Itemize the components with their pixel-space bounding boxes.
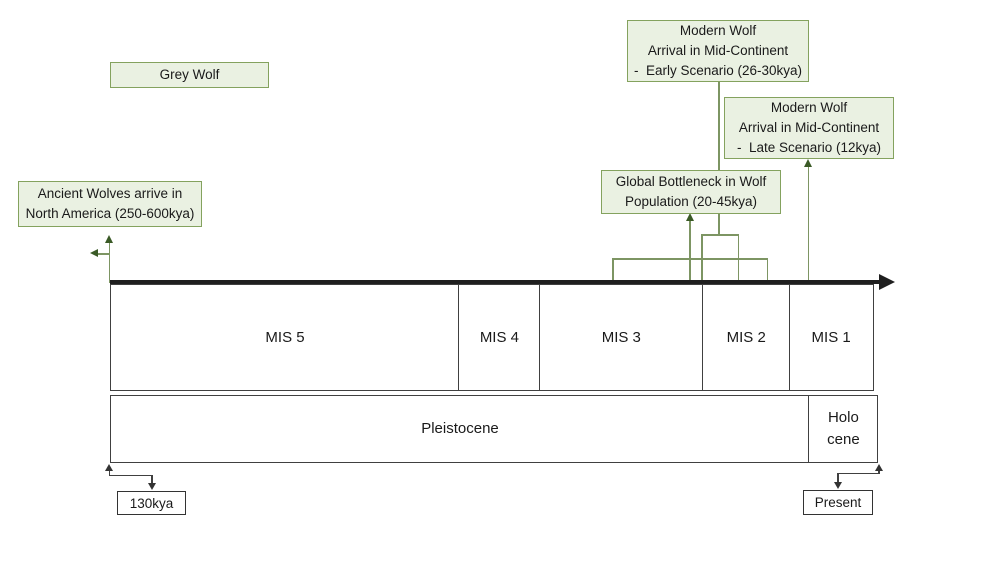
- start-marker-down-arrowhead-icon: [148, 483, 156, 490]
- holocene-box: Holo cene: [808, 395, 879, 463]
- mis-5-box: MIS 5: [110, 284, 460, 391]
- mis-3-label: MIS 3: [601, 328, 641, 346]
- start-marker-hline: [108, 474, 153, 477]
- modern-wolf-early-box: Modern Wolf Arrival in Mid-Continent - E…: [627, 20, 809, 82]
- bottleneck-up-arrowhead-icon: [685, 213, 694, 221]
- early-bracket-left-leg: [701, 234, 703, 280]
- timeline-axis: [110, 280, 879, 284]
- mis-stage-row: MIS 5 MIS 4 MIS 3 MIS 2 MIS 1: [110, 284, 874, 391]
- ancient-wolves-label-line2: North America (250-600kya): [25, 206, 195, 221]
- start-marker-box: 130kya: [117, 491, 186, 515]
- end-marker-label: Present: [814, 495, 862, 510]
- mis-5-label: MIS 5: [265, 328, 305, 346]
- mis-4-label: MIS 4: [479, 328, 519, 346]
- modern-wolf-early-line2: Arrival in Mid-Continent: [647, 43, 789, 58]
- modern-wolf-late-line3: - Late Scenario (12kya): [736, 140, 882, 155]
- early-bracket-top: [701, 234, 739, 236]
- end-marker-up-arrowhead-icon: [874, 464, 883, 471]
- start-marker-label: 130kya: [129, 495, 174, 511]
- ancient-wolves-label-line1: Ancient Wolves arrive in: [37, 186, 183, 201]
- mis-1-label: MIS 1: [811, 328, 851, 346]
- start-marker-up-arrowhead-icon: [105, 464, 113, 471]
- timeline-axis-arrowhead-icon: [879, 274, 895, 290]
- start-marker-vline2: [151, 474, 153, 484]
- ancient-wolves-box: Ancient Wolves arrive in North America (…: [18, 181, 202, 227]
- early-scenario-connector-line: [718, 82, 720, 235]
- mis-2-label: MIS 2: [726, 328, 766, 346]
- start-marker-vline1: [108, 470, 111, 476]
- early-bracket-right-leg: [737, 234, 740, 280]
- ancient-wolves-left-arrowhead-icon: [90, 249, 98, 257]
- end-marker-box: Present: [803, 490, 873, 515]
- holocene-label-line2: cene: [827, 431, 860, 448]
- modern-wolf-late-box: Modern Wolf Arrival in Mid-Continent - L…: [724, 97, 894, 159]
- grey-wolf-box: Grey Wolf: [110, 62, 269, 88]
- end-marker-vline1: [878, 470, 880, 474]
- ancient-wolves-up-arrowhead-icon: [105, 235, 113, 243]
- modern-wolf-early-line1: Modern Wolf: [679, 23, 757, 38]
- modern-wolf-late-line2: Arrival in Mid-Continent: [738, 120, 880, 135]
- mis-1-box: MIS 1: [788, 284, 874, 391]
- epoch-row: Pleistocene Holo cene: [110, 395, 879, 463]
- pleistocene-box: Pleistocene: [110, 395, 810, 463]
- modern-wolf-early-line3: - Early Scenario (26-30kya): [633, 63, 803, 78]
- global-bottleneck-box: Global Bottleneck in Wolf Population (20…: [601, 170, 781, 214]
- ancient-wolves-arrow-line: [108, 241, 111, 283]
- ancient-wolves-left-branch: [97, 253, 110, 255]
- end-marker-vline2: [837, 472, 839, 483]
- bottleneck-arrow-line: [689, 219, 691, 280]
- global-bottleneck-line2: Population (20-45kya): [624, 194, 758, 209]
- bottleneck-bracket-left-leg: [612, 258, 614, 280]
- end-marker-hline: [837, 472, 880, 475]
- mis-2-box: MIS 2: [702, 284, 791, 391]
- bottleneck-bracket-right-leg: [766, 258, 769, 280]
- holocene-label-line1: Holo: [827, 409, 859, 426]
- late-scenario-arrow-line: [807, 165, 810, 280]
- mis-4-box: MIS 4: [458, 284, 541, 391]
- mis-3-box: MIS 3: [538, 284, 704, 391]
- end-marker-down-arrowhead-icon: [834, 482, 842, 489]
- grey-wolf-label: Grey Wolf: [159, 67, 220, 82]
- late-scenario-up-arrowhead-icon: [804, 159, 812, 167]
- global-bottleneck-line1: Global Bottleneck in Wolf: [615, 174, 767, 189]
- modern-wolf-late-line1: Modern Wolf: [770, 100, 848, 115]
- pleistocene-label: Pleistocene: [421, 420, 499, 437]
